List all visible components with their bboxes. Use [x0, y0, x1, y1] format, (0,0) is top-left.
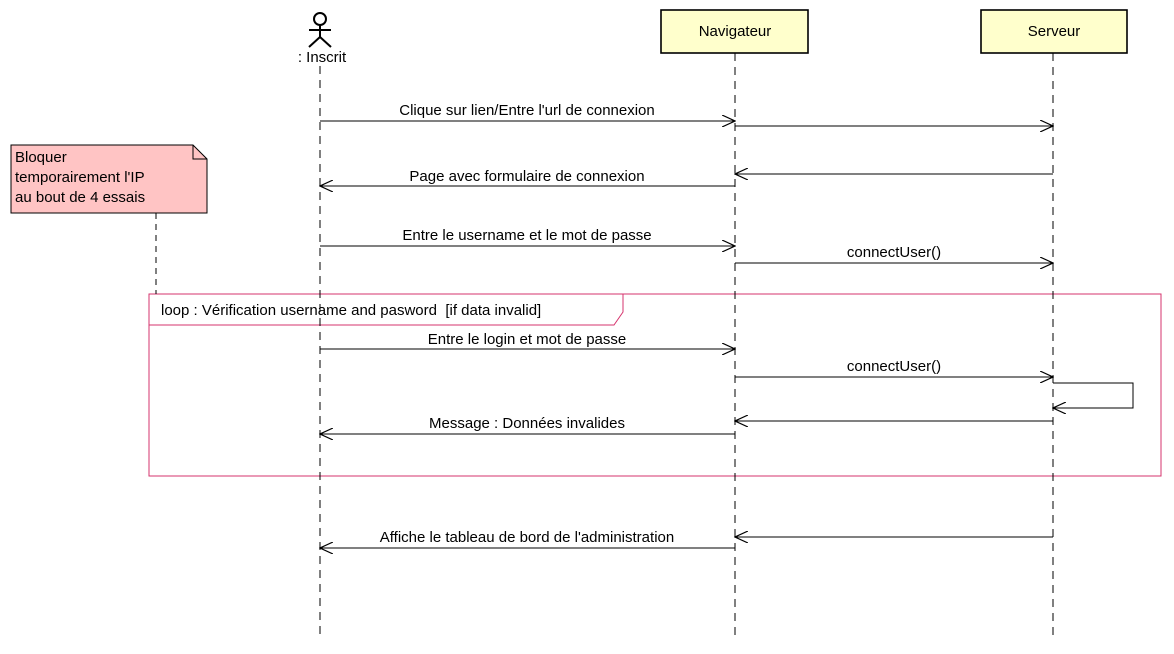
message-1: Clique sur lien/Entre l'url de connexion — [320, 102, 735, 121]
participant-label-serveur: Serveur — [1028, 23, 1081, 40]
note-line-3: au bout de 4 essais — [15, 189, 145, 206]
message-label: Page avec formulaire de connexion — [409, 168, 644, 185]
participant-box-navigateur — [660, 9, 809, 54]
note-fold — [192, 145, 207, 160]
message-label: connectUser() — [847, 358, 941, 375]
message-4: Page avec formulaire de connexion — [320, 168, 735, 186]
message-6: connectUser() — [735, 244, 1053, 263]
participant-label-inscrit: : Inscrit — [298, 49, 347, 66]
message-label: connectUser() — [847, 244, 941, 261]
message-7: Entre le login et mot de passe — [320, 331, 735, 349]
message-label: Entre le username et le mot de passe — [402, 227, 651, 244]
participant-inscrit: : Inscrit — [298, 12, 347, 66]
note: Bloquer temporairement l'IP au bout de 4… — [10, 144, 208, 294]
self-call-arrow — [1053, 382, 1134, 408]
loop-frame-tab — [148, 293, 624, 326]
message-label: Clique sur lien/Entre l'url de connexion — [399, 102, 655, 119]
message-13: Affiche le tableau de bord de l'administ… — [320, 529, 735, 548]
message-5: Entre le username et le mot de passe — [320, 227, 735, 246]
loop-frame-label: loop : Vérification username and pasword… — [161, 302, 541, 319]
note-body — [10, 144, 208, 214]
message-label: Message : Données invalides — [429, 415, 625, 432]
message-label: Entre le login et mot de passe — [428, 331, 626, 348]
actor-icon — [308, 12, 332, 48]
note-line-2: temporairement l'IP — [15, 169, 145, 186]
message-9-self-call — [1053, 382, 1134, 408]
loop-frame: loop : Vérification username and pasword… — [148, 293, 1162, 477]
note-line-1: Bloquer — [15, 149, 67, 166]
participant-serveur: Serveur — [980, 9, 1128, 54]
message-label: Affiche le tableau de bord de l'administ… — [380, 529, 674, 546]
participant-label-navigateur: Navigateur — [699, 23, 772, 40]
message-8: connectUser() — [735, 358, 1053, 377]
participant-navigateur: Navigateur — [660, 9, 809, 54]
participant-box-serveur — [980, 9, 1128, 54]
loop-frame-border — [148, 293, 1162, 477]
message-11: Message : Données invalides — [320, 415, 735, 434]
